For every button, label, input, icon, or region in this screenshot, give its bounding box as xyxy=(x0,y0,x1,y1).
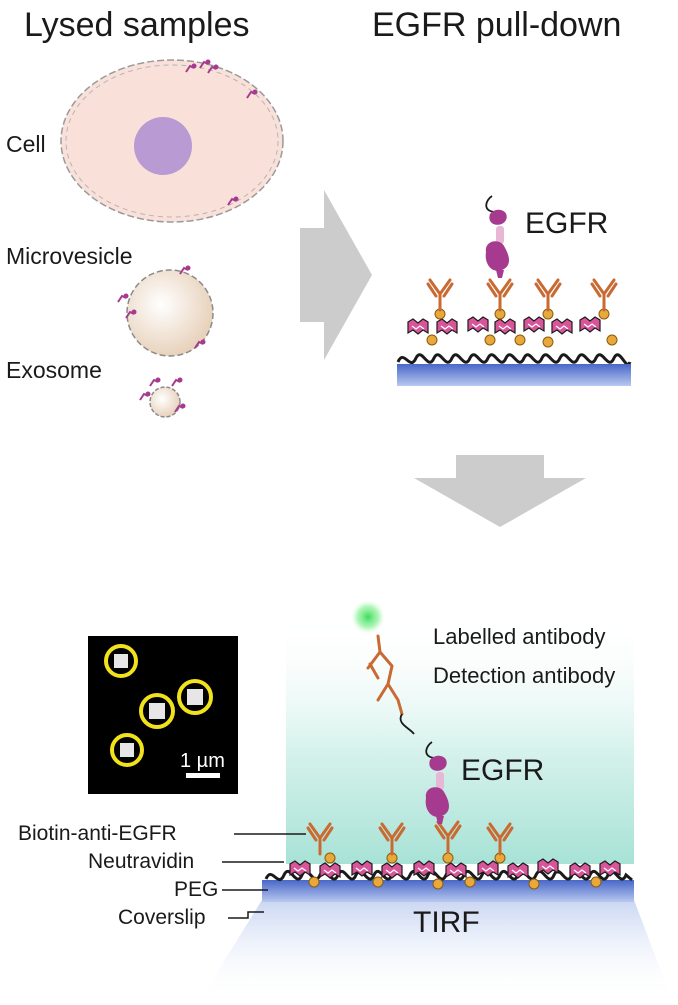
pulldown-surface xyxy=(396,195,632,386)
egfr-molecule-top xyxy=(484,195,510,279)
label-coverslip: Coverslip xyxy=(118,906,206,929)
label-detection-antibody: Detection antibody xyxy=(433,663,615,688)
arrow-down xyxy=(414,455,586,527)
label-neutravidin: Neutravidin xyxy=(88,850,194,873)
label-tirf: TIRF xyxy=(413,906,480,939)
label-cell: Cell xyxy=(6,131,46,157)
heading-egfr-pulldown: EGFR pull-down xyxy=(372,6,621,44)
label-exosome: Exosome xyxy=(6,357,102,383)
label-microvesicle: Microvesicle xyxy=(6,243,133,269)
coverslip-glass xyxy=(262,880,634,902)
nucleus xyxy=(134,117,192,175)
label-egfr-top: EGFR xyxy=(525,207,608,240)
fluorophore-glow xyxy=(350,599,386,635)
spot-3 xyxy=(177,679,213,715)
spot-4 xyxy=(110,733,144,767)
tirf-image-inset: 1 µm xyxy=(88,636,238,794)
pulldown-coverslip xyxy=(397,364,631,386)
tirf-beam xyxy=(200,900,672,1000)
heading-lysed-samples: Lysed samples xyxy=(24,6,250,44)
label-egfr-bottom: EGFR xyxy=(461,754,544,787)
cell-illustration xyxy=(60,58,284,223)
label-biotin-anti-egfr: Biotin-anti-EGFR xyxy=(18,822,177,845)
label-labelled-antibody: Labelled antibody xyxy=(433,624,605,649)
microvesicle-illustration xyxy=(117,264,214,357)
spot-1 xyxy=(104,644,138,678)
arrow-right xyxy=(300,190,372,360)
detection-antibody xyxy=(366,634,404,716)
exosome-illustration xyxy=(139,376,187,418)
label-peg: PEG xyxy=(174,878,218,901)
tirf-panel xyxy=(200,599,672,1000)
spot-2 xyxy=(139,693,175,729)
scale-bar-label: 1 µm xyxy=(180,750,225,772)
scale-bar xyxy=(186,773,220,778)
